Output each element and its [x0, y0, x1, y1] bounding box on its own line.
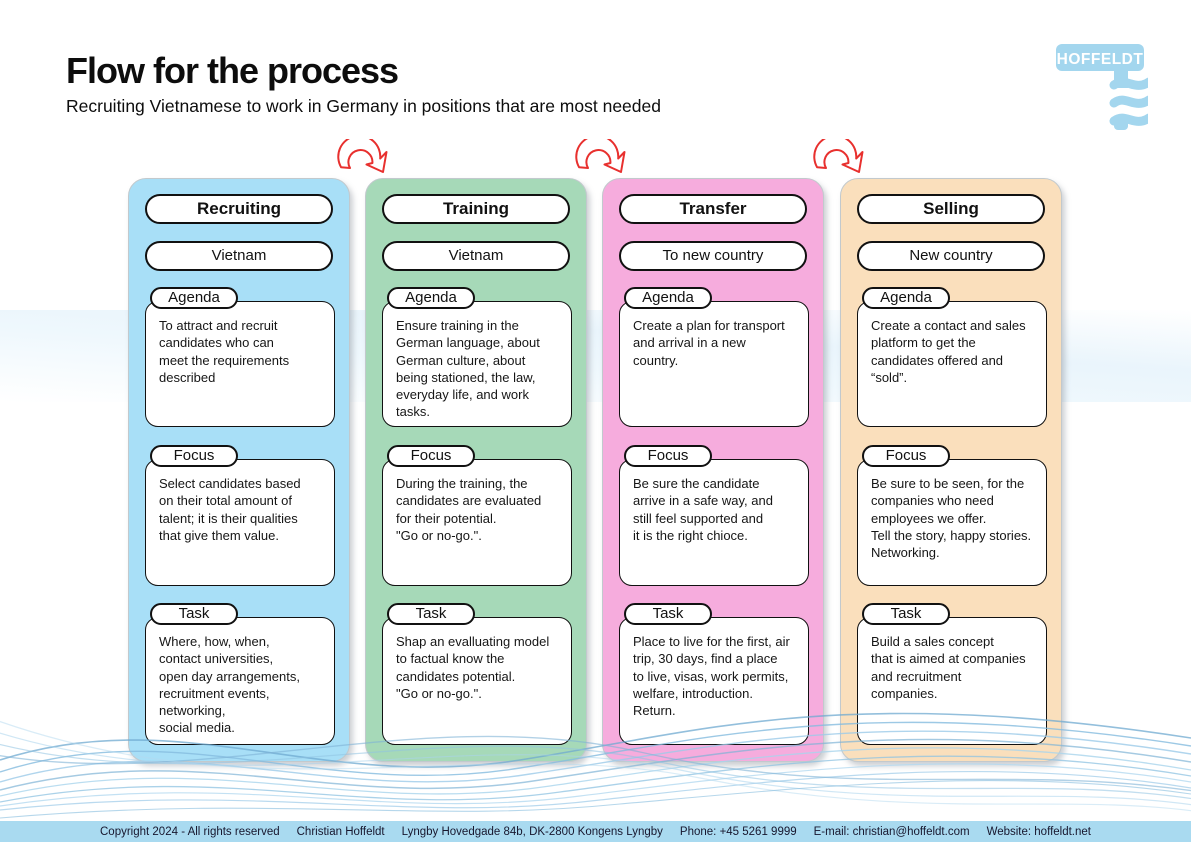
- stage-location: New country: [857, 241, 1045, 271]
- stage-column-recruiting: Recruiting Vietnam Agenda To attract and…: [128, 178, 350, 762]
- focus-text: Be sure to be seen, for the companies wh…: [871, 476, 1032, 561]
- footer-phone: Phone: +45 5261 9999: [679, 825, 797, 838]
- focus-label-pill: Focus: [150, 445, 238, 467]
- task-text: Place to live for the first, air trip, 3…: [633, 634, 790, 719]
- task-box: Build a sales concept that is aimed at c…: [857, 617, 1047, 745]
- focus-box: Be sure the candidate arrive in a safe w…: [619, 459, 809, 586]
- flow-arrow-icon: [813, 139, 864, 173]
- flow-arrow-icon: [337, 139, 388, 173]
- agenda-box: To attract and recruit candidates who ca…: [145, 301, 335, 427]
- agenda-label-pill: Agenda: [862, 287, 950, 309]
- stage-title: Recruiting: [145, 194, 333, 224]
- task-text: Shap an evalluating model to factual kno…: [396, 634, 550, 701]
- footer-bar: Copyright 2024 - All rights reserved Chr…: [0, 821, 1191, 842]
- agenda-text: Ensure training in the German language, …: [396, 318, 540, 420]
- focus-text: During the training, the candidates are …: [396, 476, 542, 543]
- task-text: Build a sales concept that is aimed at c…: [871, 634, 1026, 701]
- stage-location: Vietnam: [145, 241, 333, 271]
- focus-label-pill: Focus: [624, 445, 712, 467]
- task-label-pill: Task: [624, 603, 712, 625]
- footer-email: E-mail: christian@hoffeldt.com: [813, 825, 970, 838]
- task-box: Place to live for the first, air trip, 3…: [619, 617, 809, 745]
- stage-column-training: Training Vietnam Agenda Ensure training …: [365, 178, 587, 762]
- stage-title: Selling: [857, 194, 1045, 224]
- task-label-pill: Task: [150, 603, 238, 625]
- footer-copyright: Copyright 2024 - All rights reserved: [100, 825, 280, 838]
- stage-column-transfer: Transfer To new country Agenda Create a …: [602, 178, 824, 762]
- footer-name: Christian Hoffeldt: [296, 825, 385, 838]
- stage-title: Transfer: [619, 194, 807, 224]
- focus-label-pill: Focus: [387, 445, 475, 467]
- task-box: Where, how, when, contact universities, …: [145, 617, 335, 745]
- footer-address: Lyngby Hovedgade 84b, DK-2800 Kongens Ly…: [401, 825, 663, 838]
- task-label-pill: Task: [862, 603, 950, 625]
- footer-website: Website: hoffeldt.net: [986, 825, 1091, 838]
- agenda-text: To attract and recruit candidates who ca…: [159, 318, 290, 385]
- task-text: Where, how, when, contact universities, …: [159, 634, 300, 736]
- page-subtitle: Recruiting Vietnamese to work in Germany…: [66, 96, 661, 116]
- stage-location: Vietnam: [382, 241, 570, 271]
- agenda-text: Create a contact and sales platform to g…: [871, 318, 1026, 385]
- logo-text: HOFFELDT: [1057, 51, 1144, 68]
- hoffeldt-logo: HOFFELDT: [1056, 44, 1148, 130]
- agenda-box: Ensure training in the German language, …: [382, 301, 572, 427]
- agenda-box: Create a plan for transport and arrival …: [619, 301, 809, 427]
- flow-arrow-icon: [575, 139, 626, 173]
- focus-box: Select candidates based on their total a…: [145, 459, 335, 586]
- task-label-pill: Task: [387, 603, 475, 625]
- agenda-box: Create a contact and sales platform to g…: [857, 301, 1047, 427]
- agenda-label-pill: Agenda: [387, 287, 475, 309]
- agenda-text: Create a plan for transport and arrival …: [633, 318, 785, 368]
- focus-box: Be sure to be seen, for the companies wh…: [857, 459, 1047, 586]
- page-title: Flow for the process: [66, 50, 399, 91]
- stage-title: Training: [382, 194, 570, 224]
- stage-column-selling: Selling New country Agenda Create a cont…: [840, 178, 1062, 762]
- focus-label-pill: Focus: [862, 445, 950, 467]
- stage-location: To new country: [619, 241, 807, 271]
- agenda-label-pill: Agenda: [150, 287, 238, 309]
- focus-text: Select candidates based on their total a…: [159, 476, 301, 543]
- focus-box: During the training, the candidates are …: [382, 459, 572, 586]
- task-box: Shap an evalluating model to factual kno…: [382, 617, 572, 745]
- focus-text: Be sure the candidate arrive in a safe w…: [633, 476, 773, 543]
- agenda-label-pill: Agenda: [624, 287, 712, 309]
